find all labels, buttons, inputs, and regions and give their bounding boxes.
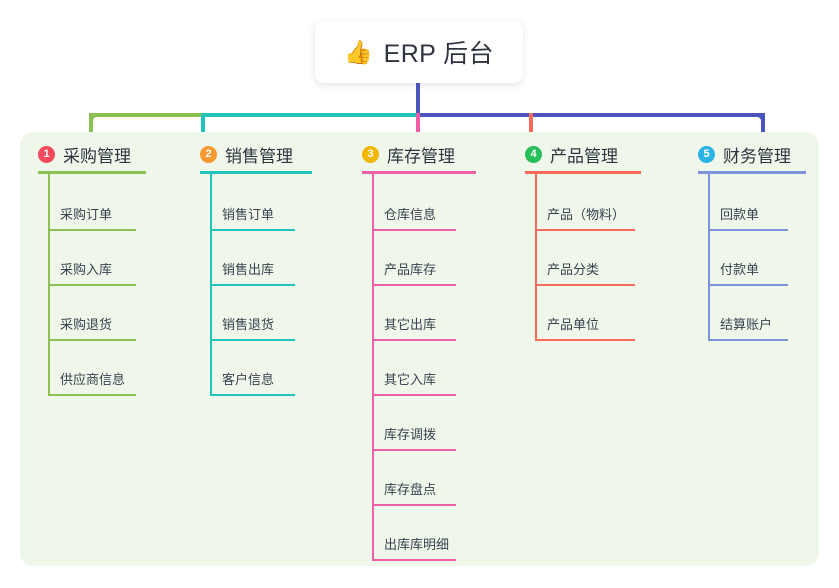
- leaf-label: 其它出库: [384, 317, 437, 332]
- leaf-node[interactable]: 其它入库: [372, 369, 456, 396]
- leaf-node[interactable]: 采购退货: [48, 314, 136, 341]
- branch-underline-5: [698, 171, 806, 174]
- leaf-underline: [210, 394, 295, 396]
- leaf-label: 销售退货: [222, 317, 275, 332]
- branch-underline-2: [200, 171, 312, 174]
- branch-badge-4: 4: [525, 146, 542, 163]
- leaf-label: 产品分类: [547, 262, 600, 277]
- leaf-label: 采购订单: [60, 207, 113, 222]
- leaf-underline: [210, 284, 295, 286]
- branch-badge-5: 5: [698, 146, 715, 163]
- leaf-underline: [372, 449, 456, 451]
- leaf-underline: [48, 339, 136, 341]
- root-node[interactable]: 👍 ERP 后台: [315, 21, 523, 83]
- leaf-node[interactable]: 付款单: [708, 259, 788, 286]
- leaf-underline: [708, 229, 788, 231]
- branch-title-2: 销售管理: [225, 147, 293, 166]
- branch-header-5[interactable]: 5 财务管理: [698, 142, 791, 167]
- branch-rail-4: [535, 174, 537, 340]
- leaf-label: 销售出库: [222, 262, 275, 277]
- drop-col-2: [201, 113, 205, 145]
- drop-col-1: [89, 113, 93, 145]
- leaf-label: 付款单: [720, 262, 760, 277]
- thumbs-up-icon: 👍: [344, 38, 373, 65]
- branch-rail-5: [708, 174, 710, 340]
- branch-title-5: 财务管理: [723, 147, 791, 166]
- branch-underline-1: [38, 171, 146, 174]
- branch-title-3: 库存管理: [387, 147, 455, 166]
- branch-badge-1: 1: [38, 146, 55, 163]
- leaf-label: 仓库信息: [384, 207, 437, 222]
- leaf-node[interactable]: 产品单位: [535, 314, 635, 341]
- leaf-node[interactable]: 产品分类: [535, 259, 635, 286]
- leaf-label: 库存盘点: [384, 482, 437, 497]
- leaf-underline: [535, 284, 635, 286]
- leaf-node[interactable]: 销售退货: [210, 314, 295, 341]
- drop-col-5: [761, 113, 765, 145]
- branch-header-1[interactable]: 1 采购管理: [38, 142, 131, 167]
- leaf-label: 客户信息: [222, 372, 275, 387]
- branch-title-4: 产品管理: [550, 147, 618, 166]
- branch-rail-3: [372, 174, 374, 560]
- drop-col-3: [416, 113, 420, 145]
- branch-header-3[interactable]: 3 库存管理: [362, 142, 455, 167]
- leaf-node[interactable]: 产品（物料）: [535, 204, 635, 231]
- leaf-label: 结算账户: [720, 317, 773, 332]
- leaf-label: 产品单位: [547, 317, 600, 332]
- leaf-node[interactable]: 采购订单: [48, 204, 136, 231]
- branch-header-4[interactable]: 4 产品管理: [525, 142, 618, 167]
- leaf-label: 库存调拨: [384, 427, 437, 442]
- branch-badge-2: 2: [200, 146, 217, 163]
- leaf-underline: [48, 229, 136, 231]
- leaf-node[interactable]: 产品库存: [372, 259, 456, 286]
- drop-col-4: [529, 113, 533, 145]
- leaf-underline: [535, 339, 635, 341]
- leaf-underline: [48, 284, 136, 286]
- leaf-node[interactable]: 采购入库: [48, 259, 136, 286]
- branch-header-2[interactable]: 2 销售管理: [200, 142, 293, 167]
- root-connector-drop: [416, 83, 420, 115]
- leaf-node[interactable]: 供应商信息: [48, 369, 136, 396]
- leaf-node[interactable]: 库存盘点: [372, 479, 456, 506]
- leaf-node[interactable]: 结算账户: [708, 314, 788, 341]
- root-node-label: ERP 后台: [383, 40, 494, 68]
- leaf-underline: [372, 229, 456, 231]
- leaf-node[interactable]: 回款单: [708, 204, 788, 231]
- segment-2-3: [201, 113, 418, 117]
- branch-underline-4: [525, 171, 641, 174]
- leaf-underline: [535, 229, 635, 231]
- leaf-underline: [372, 394, 456, 396]
- leaf-label: 采购入库: [60, 262, 113, 277]
- leaf-underline: [372, 284, 456, 286]
- leaf-label: 产品（物料）: [547, 207, 626, 222]
- leaf-label: 出库库明细: [384, 537, 450, 552]
- leaf-underline: [372, 504, 456, 506]
- leaf-underline: [372, 559, 456, 561]
- branch-underline-3: [362, 171, 476, 174]
- branches-panel: [20, 132, 819, 566]
- leaf-underline: [708, 284, 788, 286]
- leaf-node[interactable]: 出库库明细: [372, 534, 456, 561]
- leaf-underline: [372, 339, 456, 341]
- leaf-underline: [708, 339, 788, 341]
- branch-badge-3: 3: [362, 146, 379, 163]
- leaf-label: 产品库存: [384, 262, 437, 277]
- leaf-node[interactable]: 销售出库: [210, 259, 295, 286]
- leaf-underline: [210, 229, 295, 231]
- leaf-node[interactable]: 销售订单: [210, 204, 295, 231]
- leaf-node[interactable]: 客户信息: [210, 369, 295, 396]
- leaf-label: 销售订单: [222, 207, 275, 222]
- leaf-label: 其它入库: [384, 372, 437, 387]
- leaf-node[interactable]: 库存调拨: [372, 424, 456, 451]
- leaf-underline: [210, 339, 295, 341]
- leaf-node[interactable]: 其它出库: [372, 314, 456, 341]
- branch-title-1: 采购管理: [63, 147, 131, 166]
- segment-3-5: [418, 113, 765, 117]
- leaf-label: 供应商信息: [60, 372, 126, 387]
- leaf-label: 回款单: [720, 207, 760, 222]
- segment-1-2: [89, 113, 201, 117]
- leaf-underline: [48, 394, 136, 396]
- leaf-node[interactable]: 仓库信息: [372, 204, 456, 231]
- leaf-label: 采购退货: [60, 317, 113, 332]
